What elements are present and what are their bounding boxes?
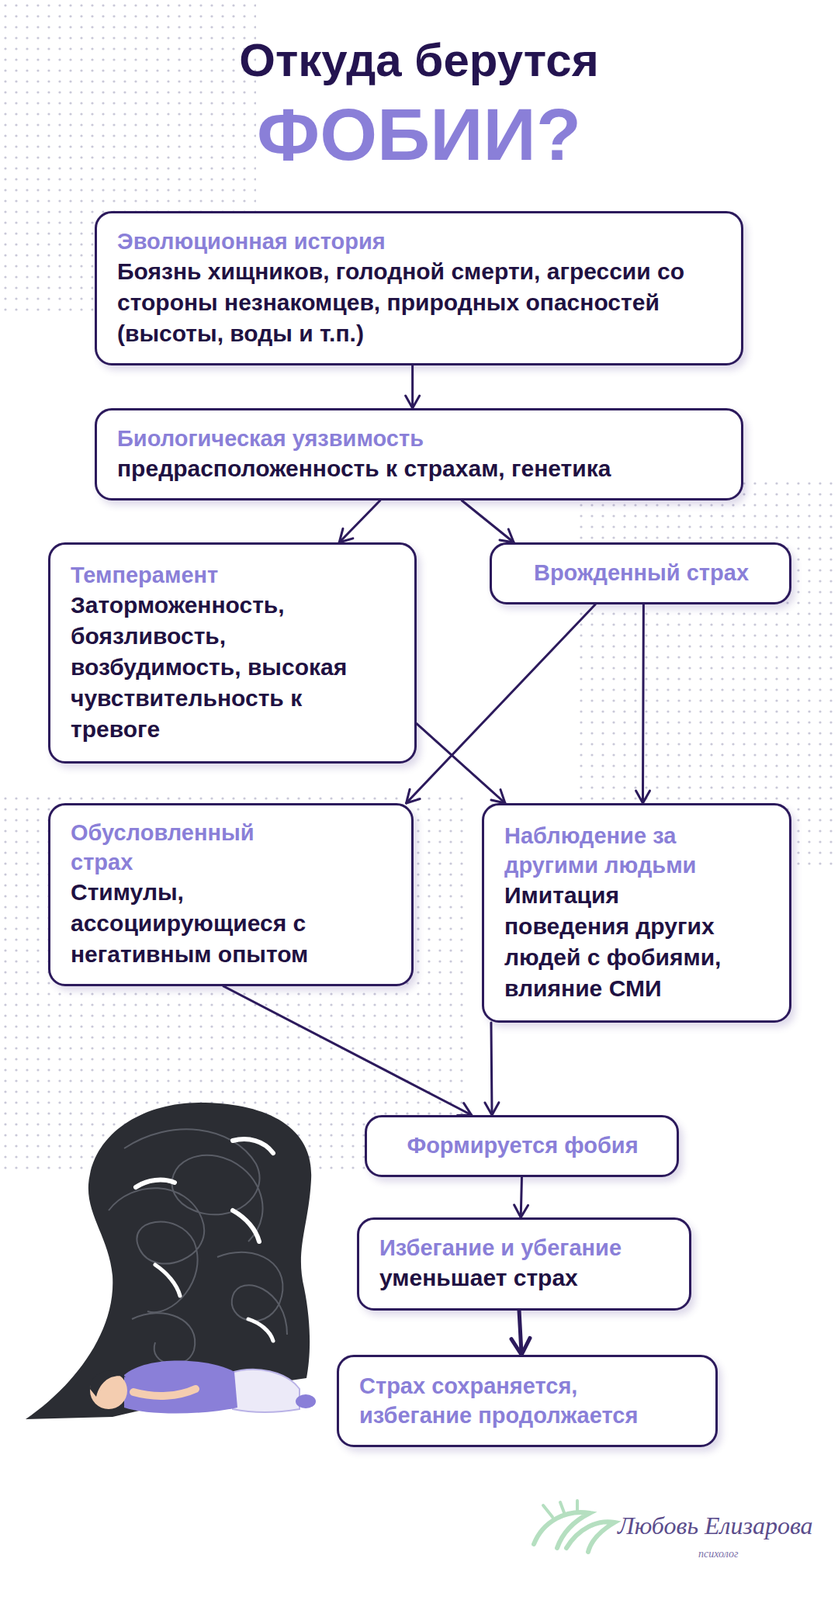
scribble-highlight [155,1264,181,1296]
box-heading: Темперамент [70,560,219,590]
process-box: Наблюдение за другими людьмиИмитация пов… [481,803,792,1023]
box-body: Имитация поведения других людей с фобиям… [504,879,738,1005]
flow-arrow [339,500,381,543]
box-heading: Эволюционная история [117,226,386,257]
box-body: предрасположенность к страхам, генетика [117,453,611,485]
box-heading: Обусловленный страх [70,817,319,877]
flow-arrow [519,1310,522,1355]
flow-arrow [223,986,472,1116]
author-role: психолог [698,1548,815,1561]
process-box: Обусловленный страхСтимулы, ассоциирующи… [48,803,414,987]
process-box: Страх сохраняется, избегание продолжаетс… [336,1354,718,1448]
legs [228,1369,300,1413]
process-box: Формируется фобия [364,1115,679,1178]
feet [295,1394,316,1409]
flow-arrow [461,500,514,543]
box-body: уменьшает страх [379,1262,579,1294]
box-heading: Наблюдение за другими людьми [504,820,738,880]
flow-arrow [406,604,596,804]
scribble-highlight [232,1139,274,1154]
box-body: Заторможенность, боязливость, возбудимос… [70,589,381,745]
flow-arrow [491,1022,492,1116]
hair-cloud [25,1102,312,1420]
box-heading: Страх сохраняется, избегание продолжаетс… [359,1371,686,1431]
process-box: Врожденный страх [489,542,792,605]
torso [124,1360,238,1414]
scribble-highlight [135,1180,175,1188]
box-heading: Формируется фобия [406,1130,638,1161]
box-body: Боязнь хищников, голодной смерти, агресс… [117,256,723,350]
box-heading: Биологическая уязвимость [117,423,424,454]
flow-arrow [520,1177,522,1218]
scribble-highlight [248,1319,274,1341]
title: Откуда берутся [0,37,838,84]
flow-arrow [411,365,414,409]
process-box: Избегание и убеганиеуменьшает страх [356,1217,692,1311]
process-box: Биологическая уязвимостьпредрасположенно… [94,408,744,501]
hair [90,1371,126,1397]
box-heading: Избегание и убегание [379,1232,622,1263]
logo-fingers [543,1500,578,1517]
flow-arrow [641,604,645,804]
scribble [108,1187,205,1313]
process-box: Эволюционная историяБоязнь хищников, гол… [94,211,744,366]
arm [133,1388,196,1396]
flow-arrow [416,723,506,804]
box-heading: Врожденный страх [533,557,749,588]
scribble [131,1312,195,1365]
box-body: Стимулы, ассоциирующиеся с негативным оп… [70,876,319,970]
logo-hand [566,1521,615,1552]
author-signature: Любовь Елизарова [617,1513,838,1540]
title-emphasis: ФОБИИ? [0,96,838,174]
scribble-highlight [232,1210,260,1242]
process-box: ТемпераментЗаторможенность, боязливость,… [48,542,417,764]
